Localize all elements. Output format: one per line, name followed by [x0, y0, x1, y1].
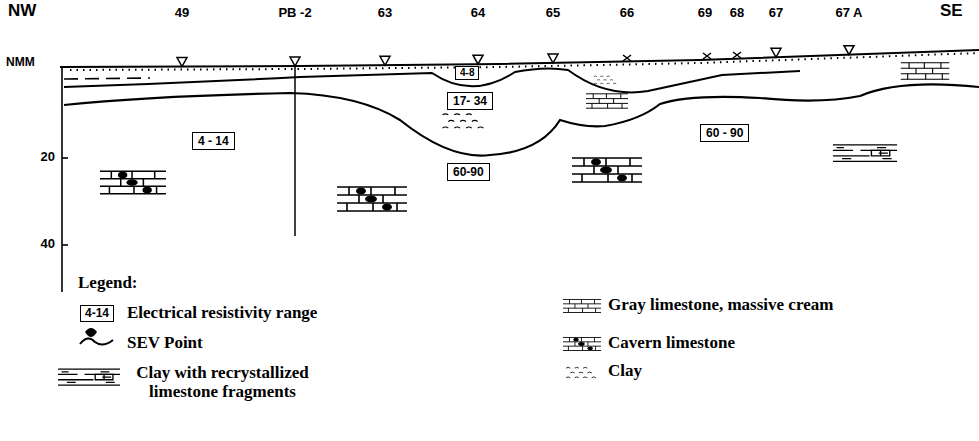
datum-label: NMM: [6, 56, 35, 69]
borehole-label: PB -2: [278, 6, 311, 20]
resistivity-value: 4-8: [460, 67, 474, 78]
resistivity-value: 60 - 90: [706, 126, 743, 140]
legend-text: Gray limestone, massive cream: [608, 296, 833, 315]
depth-tick: 40: [41, 237, 55, 251]
station-number: 67: [769, 6, 783, 20]
resistivity-value: 17- 34: [453, 94, 487, 108]
legend-text: Electrical resistivity range: [127, 304, 317, 323]
resistivity-value: 60-90: [453, 165, 484, 179]
legend-text: SEV Point: [127, 334, 203, 353]
station-number: 68: [730, 6, 744, 20]
legend-text: Cavern limestone: [608, 334, 735, 353]
resistivity-box: 60 - 90: [700, 124, 749, 142]
legend-sample-box: 4-14: [80, 305, 114, 322]
resistivity-box: 60-90: [447, 163, 490, 181]
resistivity-box: 17- 34: [447, 92, 493, 110]
direction-label: SE: [940, 2, 963, 21]
legend-text: Clay: [608, 362, 642, 381]
station-number: 67 A: [836, 6, 863, 20]
legend-heading: Legend:: [78, 274, 138, 293]
legend-text: Clay with recrystallized limestone fragm…: [120, 364, 325, 401]
depth-tick: 20: [41, 150, 55, 164]
station-number: 65: [546, 6, 560, 20]
resistivity-box: 4-8: [455, 66, 479, 80]
station-number: 63: [378, 6, 392, 20]
station-number: 49: [175, 6, 189, 20]
station-number: 69: [698, 6, 712, 20]
resistivity-box: 4 - 14: [192, 132, 235, 150]
station-number: 64: [471, 6, 485, 20]
resistivity-value: 4 - 14: [198, 134, 229, 148]
direction-label: NW: [8, 2, 36, 21]
station-number: 66: [620, 6, 634, 20]
